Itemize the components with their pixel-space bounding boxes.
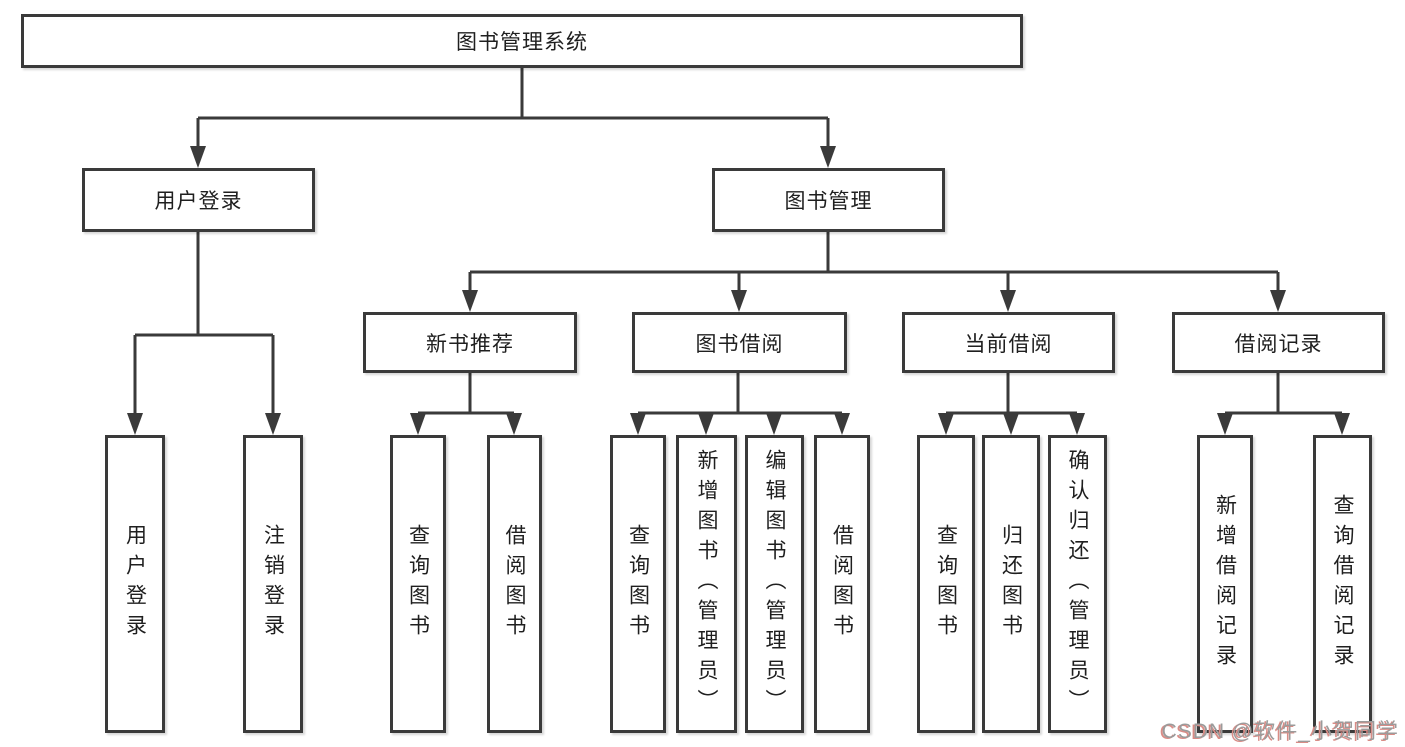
arrowhead-icon xyxy=(1217,413,1233,435)
node-user-login: 用户登录 xyxy=(82,168,315,232)
node-label: 用户登录 xyxy=(123,524,147,644)
node-root: 图书管理系统 xyxy=(21,14,1023,68)
arrowhead-icon xyxy=(190,146,206,168)
node-book-management: 图书管理 xyxy=(712,168,945,232)
connector-records-to-leaves xyxy=(1225,373,1342,415)
arrowhead-icon xyxy=(630,413,646,435)
node-leaf-records-add: 新增借阅记录 xyxy=(1197,435,1253,733)
node-label: 当前借阅 xyxy=(964,332,1053,356)
node-label: 用户登录 xyxy=(154,190,243,213)
node-leaf-records-query: 查询借阅记录 xyxy=(1313,435,1372,733)
node-current-borrow: 当前借阅 xyxy=(902,312,1115,373)
node-label: 借阅图书 xyxy=(830,524,854,644)
arrowhead-icon xyxy=(127,413,143,435)
node-label: 新增借阅记录 xyxy=(1213,494,1237,674)
node-book-borrow: 图书借阅 xyxy=(632,312,847,373)
node-new-book-recommend: 新书推荐 xyxy=(363,312,577,373)
node-label: 借阅记录 xyxy=(1234,332,1323,356)
node-label: 借阅图书 xyxy=(503,524,526,644)
node-label: 查询借阅记录 xyxy=(1331,494,1354,674)
node-leaf-current-confirm-admin: 确认归还（管理员） xyxy=(1048,435,1107,733)
arrowhead-icon xyxy=(731,290,747,312)
arrowhead-icon xyxy=(766,413,782,435)
arrowhead-icon xyxy=(265,413,281,435)
arrowhead-icon xyxy=(1334,413,1350,435)
connector-mgmt-to-level3 xyxy=(468,232,1280,292)
node-leaf-current-return: 归还图书 xyxy=(982,435,1040,733)
connector-current-to-leaves xyxy=(946,373,1077,415)
node-leaf-borrow-book: 借阅图书 xyxy=(814,435,870,733)
node-leaf-newbooks-borrow: 借阅图书 xyxy=(487,435,542,733)
arrowhead-icon xyxy=(834,413,850,435)
connector-newbooks-to-leaves xyxy=(418,373,514,415)
connector-borrow-to-leaves xyxy=(638,373,842,415)
node-leaf-newbooks-query: 查询图书 xyxy=(390,435,446,733)
node-leaf-current-query: 查询图书 xyxy=(917,435,975,733)
arrowhead-icon xyxy=(462,290,478,312)
connector-root-to-level2 xyxy=(196,68,830,148)
node-borrow-records: 借阅记录 xyxy=(1172,312,1385,373)
node-label: 新增图书（管理员） xyxy=(695,449,718,719)
arrowhead-icon xyxy=(1003,413,1019,435)
node-label: 图书管理 xyxy=(784,190,873,213)
connector-login-to-leaves xyxy=(133,232,275,414)
arrowhead-icon xyxy=(1000,290,1016,312)
node-leaf-borrow-add-admin: 新增图书（管理员） xyxy=(676,435,737,733)
arrowhead-icon xyxy=(938,413,954,435)
arrowhead-icon xyxy=(410,413,426,435)
node-label: 查询图书 xyxy=(406,524,430,644)
node-label: 图书管理系统 xyxy=(456,31,588,54)
arrowhead-icon xyxy=(1270,290,1286,312)
node-leaf-logout: 注销登录 xyxy=(243,435,303,733)
node-leaf-user-login: 用户登录 xyxy=(105,435,165,733)
arrowhead-icon xyxy=(698,413,714,435)
node-label: 新书推荐 xyxy=(426,332,514,356)
node-label: 归还图书 xyxy=(999,524,1023,644)
node-leaf-borrow-query: 查询图书 xyxy=(610,435,666,733)
node-label: 查询图书 xyxy=(934,524,958,644)
node-label: 图书借阅 xyxy=(695,332,784,356)
arrowheads xyxy=(127,146,1350,435)
csdn-watermark: CSDN @软件_小贺同学 xyxy=(1161,720,1399,743)
node-leaf-borrow-edit-admin: 编辑图书（管理员） xyxy=(745,435,804,733)
node-label: 注销登录 xyxy=(261,524,285,644)
node-label: 查询图书 xyxy=(626,524,650,644)
arrowhead-icon xyxy=(1069,413,1085,435)
arrowhead-icon xyxy=(820,146,836,168)
arrowhead-icon xyxy=(506,413,522,435)
node-label: 确认归还（管理员） xyxy=(1066,449,1089,719)
node-label: 编辑图书（管理员） xyxy=(763,449,786,719)
